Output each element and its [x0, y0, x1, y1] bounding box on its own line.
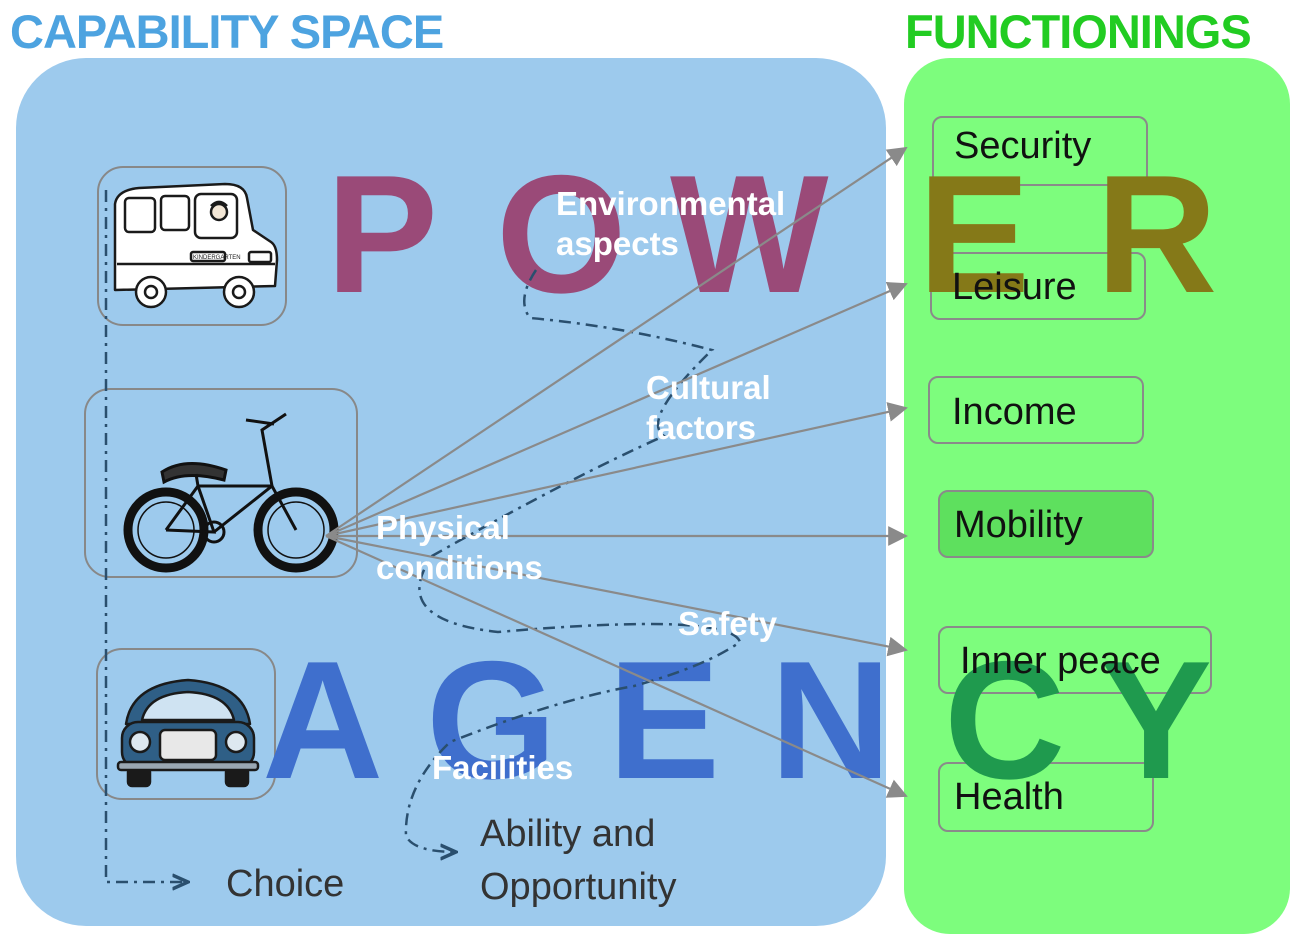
- arrow-to-leisure: [325, 282, 908, 538]
- bus-label: KINDERGARTEN: [193, 255, 241, 261]
- power-letter-e: E: [918, 140, 1031, 328]
- choice-dashed-path: [104, 190, 188, 882]
- factor-environmental: Environmental aspects: [556, 185, 786, 263]
- legend-choice: Choice: [226, 863, 345, 905]
- ability-dashed-path: [404, 269, 742, 852]
- arrow-to-security: [325, 146, 908, 537]
- arrow-to-income: [325, 402, 908, 538]
- functioning-box-income: [928, 376, 1144, 444]
- bus-box: KINDERGARTEN: [97, 166, 287, 326]
- arrow-to-health: [325, 534, 908, 798]
- power-letter-w: W: [670, 140, 829, 328]
- functionings-title: FUNCTIONINGS: [905, 5, 1252, 58]
- bus-icon: KINDERGARTEN: [113, 182, 279, 309]
- power-letter-p: P: [326, 140, 439, 328]
- factor-cultural: Cultural factors: [646, 369, 771, 447]
- functioning-box-mobility: [938, 490, 1154, 558]
- arrow-to-inner-peace: [325, 534, 908, 657]
- agency-letter-n: N: [770, 626, 892, 814]
- car-box: [96, 648, 276, 800]
- functioning-health: Health: [954, 776, 1064, 818]
- functioning-box-leisure: [930, 252, 1146, 320]
- functioning-income: Income: [952, 391, 1077, 433]
- functioning-box-security: [932, 116, 1148, 186]
- agency-letter-c: C: [944, 626, 1066, 814]
- power-letter-o: O: [496, 140, 627, 328]
- functioning-box-inner-peace: [938, 626, 1212, 694]
- capability-space-title: CAPABILITY SPACE: [10, 5, 444, 58]
- power-letter-r: R: [1096, 140, 1218, 328]
- factor-safety: Safety: [678, 605, 778, 642]
- agency-letter-g: G: [426, 626, 557, 814]
- functioning-security: Security: [954, 125, 1092, 167]
- agency-letter-y: Y: [1100, 626, 1213, 814]
- functioning-box-health: [938, 762, 1154, 832]
- functioning-inner-peace: Inner peace: [960, 640, 1161, 682]
- agency-letter-a: A: [262, 626, 384, 814]
- factor-physical: Physical conditions: [376, 509, 543, 587]
- car-icon: [116, 678, 260, 788]
- functioning-leisure: Leisure: [952, 266, 1077, 308]
- factor-facilities: Facilities: [432, 749, 574, 786]
- legend-ability-opportunity: Ability and Opportunity: [480, 813, 677, 909]
- functioning-mobility: Mobility: [954, 504, 1083, 546]
